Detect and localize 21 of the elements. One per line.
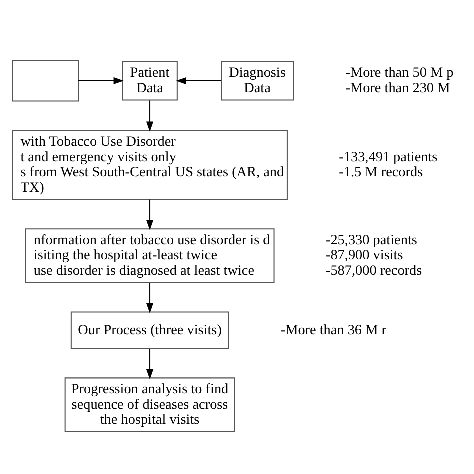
node-box: Diagnosis Data: [221, 61, 294, 101]
arrow: [78, 77, 124, 85]
node-label: -87,900 visits: [326, 248, 404, 264]
arrow: [146, 100, 154, 132]
node-box: Progression analysis to find sequence of diseases across the hospital visits: [64, 378, 236, 432]
node-label: -More than 50 M p: [346, 65, 454, 82]
node-box: with Tobacco Use Disorder t and emergency visits only s from West South-Central US states (AR, and TX): [12, 130, 288, 200]
node-label: -133,491 patients: [339, 149, 438, 166]
node-label: -25,330 patients: [326, 232, 418, 248]
arrow: [146, 349, 154, 380]
arrow: [176, 77, 222, 85]
node-label: -More than 230 M: [346, 80, 450, 96]
node-box: [12, 60, 80, 102]
node-label: -More than 36 M r: [280, 322, 386, 338]
node-box: Our Process (three visits): [70, 312, 230, 350]
arrow: [146, 283, 154, 314]
arrow: [146, 200, 154, 230]
node-label: -587,000 records: [326, 262, 422, 279]
node-box: nformation after tobacco use disorder is d isiting the hospital at-least twice use disorder is diagnosed at least twice: [25, 228, 275, 284]
node-label: -1.5 M records: [339, 164, 424, 181]
node-box: Patient Data: [122, 61, 178, 101]
